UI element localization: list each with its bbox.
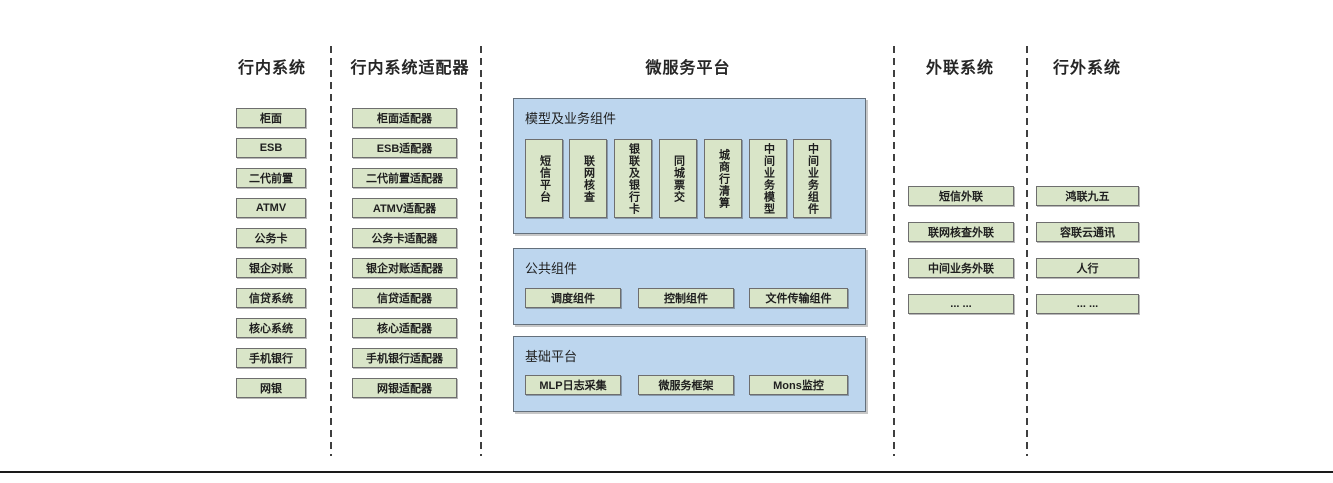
internal-system-box: 网银 (236, 378, 306, 398)
component-box: MLP日志采集 (525, 375, 621, 395)
adapter-box: 银企对账适配器 (352, 258, 457, 278)
external-system-box: 鸿联九五 (1036, 186, 1139, 206)
adapter-box: 核心适配器 (352, 318, 457, 338)
component-box: 文件传输组件 (749, 288, 848, 308)
adapter-box: 公务卡适配器 (352, 228, 457, 248)
adapter-box: ATMV适配器 (352, 198, 457, 218)
common-components-group: 公共组件 调度组件 控制组件 文件传输组件 (513, 248, 866, 325)
component-box: 调度组件 (525, 288, 621, 308)
outreach-system-box: 中间业务外联 (908, 258, 1014, 278)
vertical-component-box: 联网核查 (569, 139, 607, 218)
column-title-microservice-platform: 微服务平台 (645, 60, 731, 77)
group-label-common-components: 公共组件 (525, 261, 578, 276)
component-box: Mons监控 (749, 375, 848, 395)
column-title-internal-systems: 行内系统 (237, 60, 307, 77)
internal-system-box: ESB (236, 138, 306, 158)
model-business-components-group: 模型及业务组件 短信平台 联网核查 银联及银行卡 同城票交 城商行清算 中间业务… (513, 98, 866, 234)
internal-system-box: ATMV (236, 198, 306, 218)
adapter-box: ESB适配器 (352, 138, 457, 158)
internal-system-box: 核心系统 (236, 318, 306, 338)
component-box: 控制组件 (638, 288, 734, 308)
adapter-box: 柜面适配器 (352, 108, 457, 128)
adapter-box: 手机银行适配器 (352, 348, 457, 368)
vertical-component-box: 同城票交 (659, 139, 697, 218)
component-box: 微服务框架 (638, 375, 734, 395)
group-label-base-platform: 基础平台 (525, 349, 578, 364)
external-system-box: 人行 (1036, 258, 1139, 278)
outreach-system-box: 短信外联 (908, 186, 1014, 206)
column-divider (330, 46, 332, 456)
internal-system-box: 公务卡 (236, 228, 306, 248)
column-title-external-systems: 行外系统 (1052, 60, 1122, 77)
outreach-system-box: 联网核查外联 (908, 222, 1014, 242)
internal-system-box: 银企对账 (236, 258, 306, 278)
vertical-component-box: 中间业务模型 (749, 139, 787, 218)
external-system-box: ... ... (1036, 294, 1139, 314)
base-platform-group: 基础平台 MLP日志采集 微服务框架 Mons监控 (513, 336, 866, 412)
outreach-system-box: ... ... (908, 294, 1014, 314)
adapter-box: 网银适配器 (352, 378, 457, 398)
column-divider (893, 46, 895, 456)
vertical-component-box: 中间业务组件 (793, 139, 831, 218)
adapter-box: 二代前置适配器 (352, 168, 457, 188)
bottom-border-line (0, 471, 1333, 473)
internal-system-box: 柜面 (236, 108, 306, 128)
column-title-internal-adapters: 行内系统适配器 (350, 60, 470, 77)
vertical-component-box: 城商行清算 (704, 139, 742, 218)
vertical-component-box: 短信平台 (525, 139, 563, 218)
internal-system-box: 信贷系统 (236, 288, 306, 308)
internal-system-box: 手机银行 (236, 348, 306, 368)
group-label-model-business-components: 模型及业务组件 (525, 111, 617, 126)
adapter-box: 信贷适配器 (352, 288, 457, 308)
column-title-outreach-systems: 外联系统 (925, 60, 995, 77)
vertical-component-box: 银联及银行卡 (614, 139, 652, 218)
internal-system-box: 二代前置 (236, 168, 306, 188)
column-divider (480, 46, 482, 456)
external-system-box: 容联云通讯 (1036, 222, 1139, 242)
column-divider (1026, 46, 1028, 456)
